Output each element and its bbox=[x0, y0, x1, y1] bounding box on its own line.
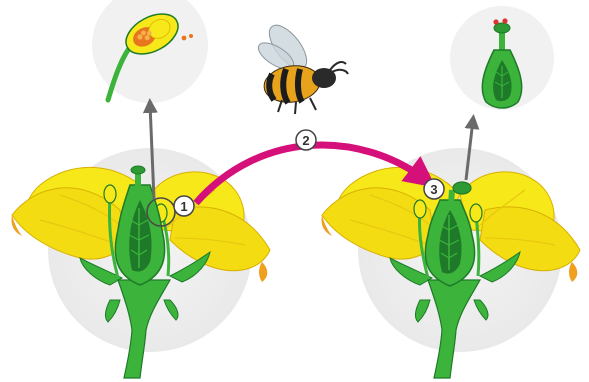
step-label-2: 2 bbox=[302, 133, 309, 148]
bee-icon bbox=[254, 19, 348, 114]
pistil-detail bbox=[450, 6, 554, 110]
step-marker-1: 1 bbox=[174, 196, 194, 216]
step-label-3: 3 bbox=[430, 182, 437, 197]
right-stigma bbox=[453, 182, 471, 194]
anther-detail bbox=[92, 0, 208, 103]
right-flower bbox=[321, 148, 580, 378]
step-marker-3: 3 bbox=[424, 179, 444, 199]
step-marker-2: 2 bbox=[296, 130, 316, 150]
left-flower bbox=[11, 148, 270, 378]
step-label-1: 1 bbox=[180, 199, 187, 214]
